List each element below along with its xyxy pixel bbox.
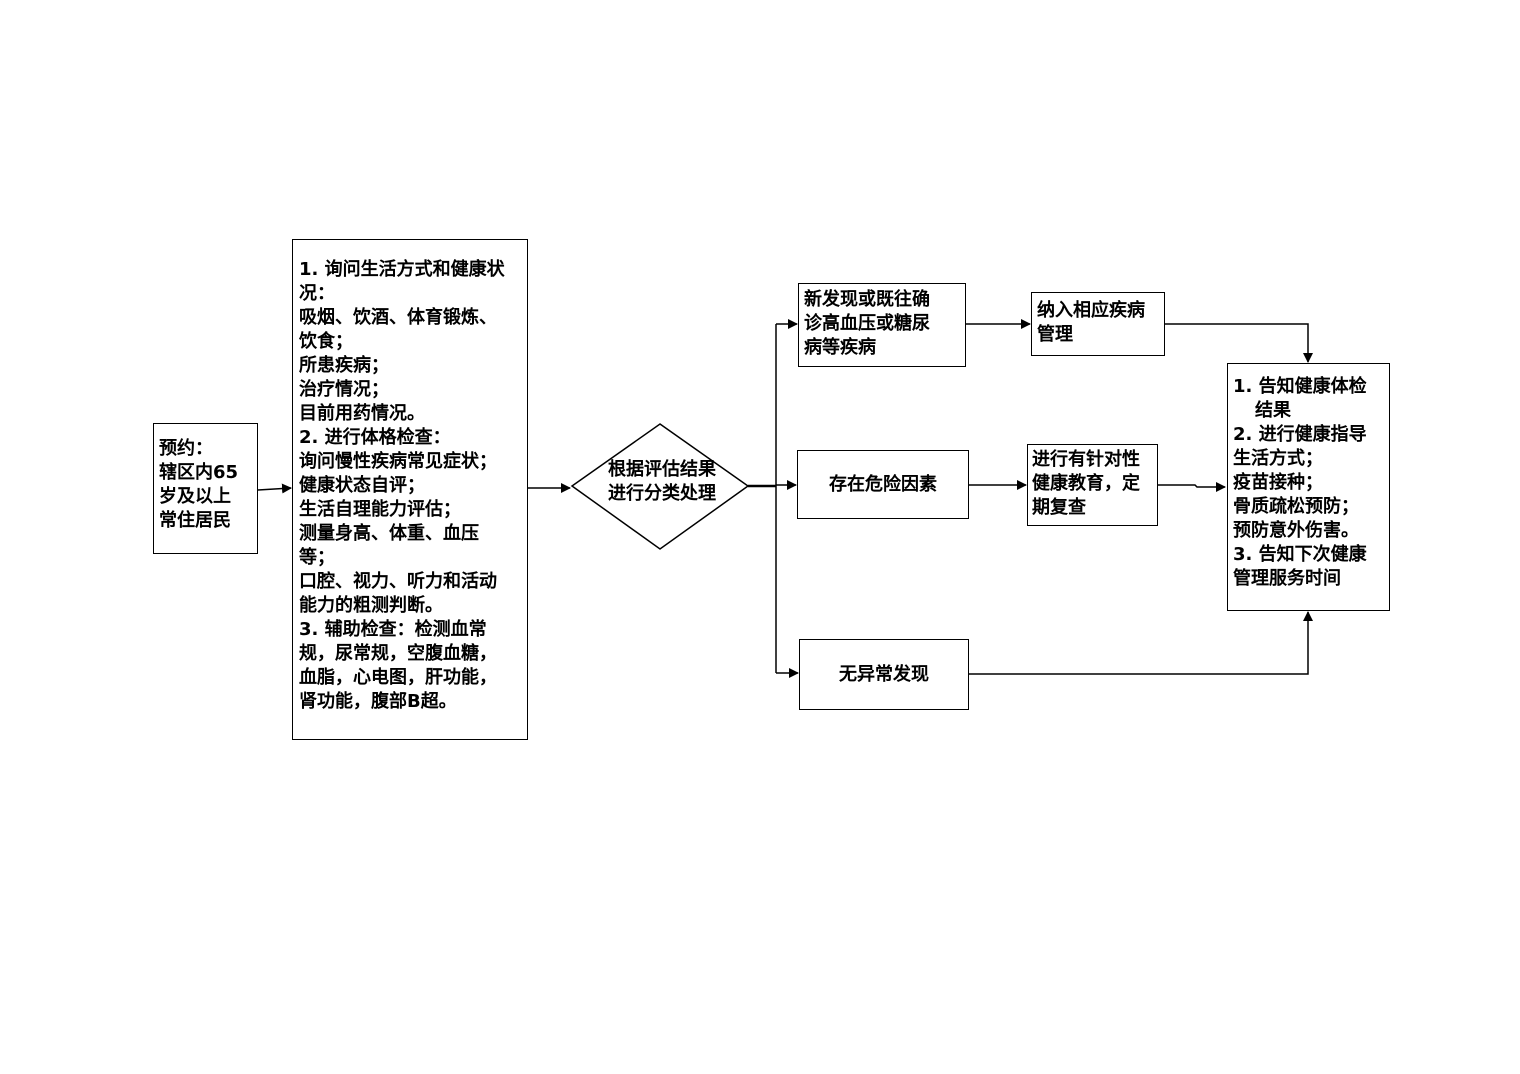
assessment-line: 目前用药情况。 — [299, 403, 425, 424]
health-edu-box: 进行有针对性 健康教育，定 期复查 — [1027, 444, 1158, 526]
final-line: 骨质疏松预防； — [1233, 496, 1359, 517]
arrow-appointment-to-assessment — [257, 483, 292, 494]
decision-label: 根据评估结果 进行分类处理 — [582, 458, 742, 506]
normal-branch-label: 无异常发现 — [839, 663, 929, 685]
assessment-line: 口腔、视力、听力和活动 — [299, 571, 497, 592]
risk-branch-label: 存在危险因素 — [829, 473, 937, 495]
disease-mgmt-line: 纳入相应疾病 — [1037, 300, 1145, 321]
final-line: 生活方式； — [1233, 448, 1323, 469]
disease-branch-box: 新发现或既往确 诊高血压或糖尿 病等疾病 — [798, 283, 966, 367]
assessment-line: 健康状态自评； — [299, 475, 425, 496]
final-box: 1. 告知健康体检 结果 2. 进行健康指导 生活方式； 疫苗接种； 骨质疏松预… — [1227, 363, 1390, 611]
assessment-line: 生活自理能力评估； — [299, 499, 461, 520]
assessment-line: 1. 询问生活方式和健康状 — [299, 259, 505, 280]
health-edu-line: 期复查 — [1032, 497, 1086, 518]
final-line: 预防意外伤害。 — [1233, 520, 1359, 541]
appointment-box: 预约： 辖区内65 岁及以上 常住居民 — [153, 423, 258, 554]
appointment-line: 常住居民 — [159, 510, 231, 531]
disease-mgmt-line: 管理 — [1037, 324, 1073, 345]
assessment-line: 肾功能，腹部B超。 — [299, 691, 457, 712]
appointment-line: 预约： — [159, 438, 213, 459]
disease-branch-line: 诊高血压或糖尿 — [804, 313, 930, 334]
assessment-line: 等； — [299, 547, 335, 568]
appointment-line: 岁及以上 — [159, 486, 231, 507]
assessment-line: 能力的粗测判断。 — [299, 595, 443, 616]
assessment-line: 测量身高、体重、血压 — [299, 523, 479, 544]
assessment-line: 血脂，心电图，肝功能， — [299, 667, 497, 688]
decision-line: 根据评估结果 — [608, 459, 716, 480]
appointment-line: 辖区内65 — [159, 462, 239, 483]
health-edu-line: 健康教育，定 — [1032, 473, 1140, 494]
assessment-line: 吸烟、饮酒、体育锻炼、 — [299, 307, 497, 328]
final-line: 管理服务时间 — [1233, 568, 1341, 589]
assessment-line: 治疗情况； — [299, 379, 389, 400]
arrow-edu-to-final — [1158, 482, 1226, 492]
arrow-normal-to-final — [969, 611, 1313, 675]
decision-line: 进行分类处理 — [608, 483, 716, 504]
assessment-line: 所患疾病； — [299, 355, 389, 376]
risk-branch-box: 存在危险因素 — [797, 450, 969, 519]
decision-diamond — [570, 423, 750, 550]
arrow-mgmt-to-final — [1165, 323, 1313, 363]
assessment-box: 1. 询问生活方式和健康状 况： 吸烟、饮酒、体育锻炼、 饮食； 所患疾病； 治… — [292, 239, 528, 740]
final-line: 1. 告知健康体检 — [1233, 376, 1367, 397]
assessment-line: 2. 进行体格检查： — [299, 427, 451, 448]
disease-branch-line: 新发现或既往确 — [804, 289, 930, 310]
disease-mgmt-box: 纳入相应疾病 管理 — [1031, 292, 1165, 356]
health-edu-line: 进行有针对性 — [1032, 449, 1140, 470]
assessment-line: 饮食； — [299, 331, 353, 352]
assessment-line: 规，尿常规，空腹血糖， — [299, 643, 497, 664]
final-line: 3. 告知下次健康 — [1233, 544, 1367, 565]
final-line: 结果 — [1255, 400, 1291, 421]
final-line: 疫苗接种； — [1233, 472, 1323, 493]
assessment-line: 3. 辅助检查：检测血常 — [299, 619, 487, 640]
disease-branch-line: 病等疾病 — [804, 337, 876, 358]
final-line: 2. 进行健康指导 — [1233, 424, 1367, 445]
assessment-line: 况： — [299, 283, 335, 304]
normal-branch-box: 无异常发现 — [799, 639, 969, 710]
assessment-line: 询问慢性疾病常见症状； — [299, 451, 497, 472]
